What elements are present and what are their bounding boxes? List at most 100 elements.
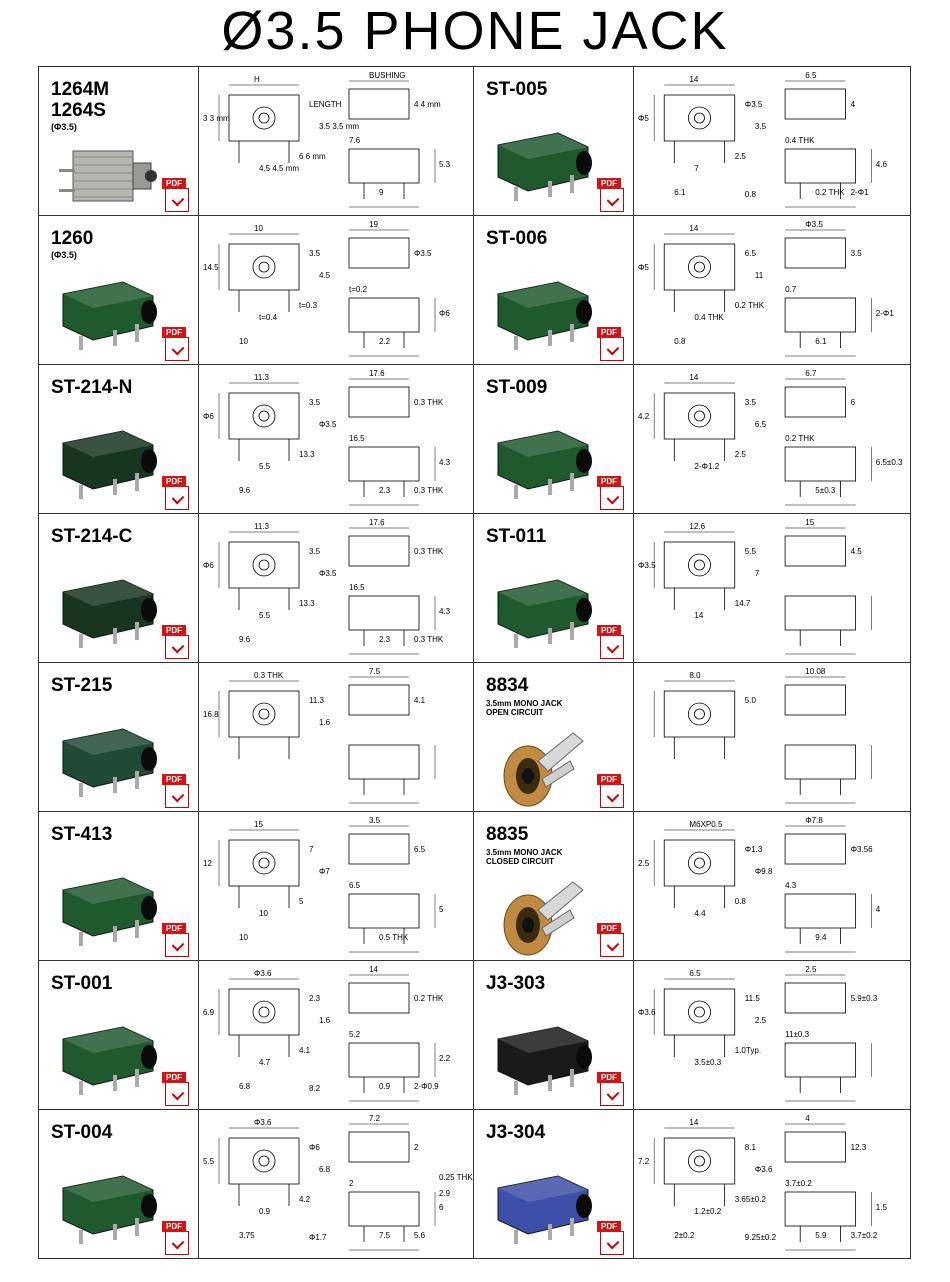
dimension-label: 15 xyxy=(805,518,814,527)
dimension-label: 11.5 xyxy=(745,994,761,1003)
dimension-label: 16.8 xyxy=(203,710,219,719)
dimension-label: 2.3 xyxy=(379,486,391,495)
dimension-label: Φ6 xyxy=(309,1143,320,1152)
pdf-download-icon[interactable]: PDF xyxy=(162,327,192,361)
pdf-download-icon[interactable]: PDF xyxy=(597,476,627,510)
jack-photo xyxy=(59,150,157,202)
dimension-label: 4.3 xyxy=(439,458,451,467)
dimension-label: 7.2 xyxy=(638,1157,650,1166)
dimension-label: 4 xyxy=(851,100,856,109)
dimension-label: 4 4 mm xyxy=(414,100,441,109)
dimension-label: 4.5 xyxy=(851,547,863,556)
product-name: ST-009 xyxy=(486,377,547,398)
pdf-download-icon[interactable]: PDF xyxy=(162,923,192,957)
dimension-label: Φ3.5 xyxy=(745,100,763,109)
model-number: ST-214-C xyxy=(51,526,133,547)
pdf-download-icon[interactable]: PDF xyxy=(162,178,192,212)
pdf-download-icon[interactable]: PDF xyxy=(597,923,627,957)
pdf-download-icon[interactable]: PDF xyxy=(162,476,192,510)
dimension-label: 13.3 xyxy=(299,599,315,608)
dimension-label: 6.5 xyxy=(745,249,757,258)
pdf-download-icon[interactable]: PDF xyxy=(162,1221,192,1255)
product-name: ST-005 xyxy=(486,79,547,100)
product-photo xyxy=(53,129,163,215)
pdf-download-icon[interactable]: PDF xyxy=(162,774,192,808)
pdf-label: PDF xyxy=(162,1221,186,1232)
dimension-label: 4.1 xyxy=(414,696,426,705)
pdf-download-icon[interactable]: PDF xyxy=(597,1072,627,1106)
dimension-label: 0.3 THK xyxy=(414,486,444,495)
product-name: J3-304 xyxy=(486,1122,545,1143)
dimension-label: 6.1 xyxy=(815,337,827,346)
pdf-download-icon[interactable]: PDF xyxy=(162,625,192,659)
page-title: Ø3.5 PHONE JACK xyxy=(221,1,729,61)
dimension-label: 5.2 xyxy=(349,1030,361,1039)
model-number: ST-004 xyxy=(51,1122,113,1143)
dimension-label: 17.6 xyxy=(369,369,385,378)
pdf-download-icon[interactable]: PDF xyxy=(597,625,627,659)
product-cell: ST-214-N PDF xyxy=(38,364,199,514)
pdf-label: PDF xyxy=(597,327,621,338)
pdf-download-icon[interactable]: PDF xyxy=(162,1072,192,1106)
diameter-note: (Φ3.5) xyxy=(51,122,77,132)
jack-photo xyxy=(62,430,157,499)
model-number-alt: 1264S xyxy=(51,100,106,121)
pdf-download-icon[interactable]: PDF xyxy=(597,327,627,361)
pdf-download-icon[interactable]: PDF xyxy=(597,1221,627,1255)
dimension-label: 10.08 xyxy=(805,667,826,676)
product-description: 3.5mm MONO JACK OPEN CIRCUIT xyxy=(486,699,563,717)
dimension-label: Φ3.6 xyxy=(638,1008,656,1017)
download-arrow-icon xyxy=(165,1082,189,1106)
product-name: ST-214-C xyxy=(51,526,132,547)
dimension-label: 8.1 xyxy=(745,1143,757,1152)
dimension-label: 2.5 xyxy=(755,1016,767,1025)
dimension-label: 3.5 xyxy=(755,122,767,131)
pdf-label: PDF xyxy=(162,327,186,338)
product-name: ST-214-N xyxy=(51,377,132,398)
dimension-label: 14 xyxy=(689,1118,698,1127)
pdf-label: PDF xyxy=(597,1221,621,1232)
dimension-label: t=0.2 xyxy=(349,285,368,294)
dimension-label: H xyxy=(254,75,260,84)
dimension-label: Φ3.5 xyxy=(319,569,337,578)
dimension-label: 3.7±0.2 xyxy=(785,1179,812,1188)
jack-photo xyxy=(497,430,592,499)
dimension-label: 6.9 xyxy=(203,1008,215,1017)
jack-photo xyxy=(497,579,592,648)
pdf-download-icon[interactable]: PDF xyxy=(597,774,627,808)
pdf-download-icon[interactable]: PDF xyxy=(597,178,627,212)
dimension-label: 4 xyxy=(876,905,881,914)
download-arrow-icon xyxy=(600,933,624,957)
dimension-label: 11±0.3 xyxy=(785,1030,809,1039)
product-photo xyxy=(53,562,163,652)
pdf-label: PDF xyxy=(597,1072,621,1083)
dimension-label: Φ3.6 xyxy=(755,1165,773,1174)
dimension-label: 3 3 mm xyxy=(203,114,230,123)
dimension-label: 14 xyxy=(689,75,698,84)
model-number: 1264M xyxy=(51,79,110,100)
product-cell: ST-214-C PDF xyxy=(38,513,199,663)
dimension-label: 3.5 xyxy=(851,249,863,258)
dimension-label: 4.2 xyxy=(638,412,650,421)
dimension-label: Φ6 xyxy=(203,412,214,421)
dimension-label: 0.8 xyxy=(735,897,747,906)
download-arrow-icon xyxy=(165,933,189,957)
